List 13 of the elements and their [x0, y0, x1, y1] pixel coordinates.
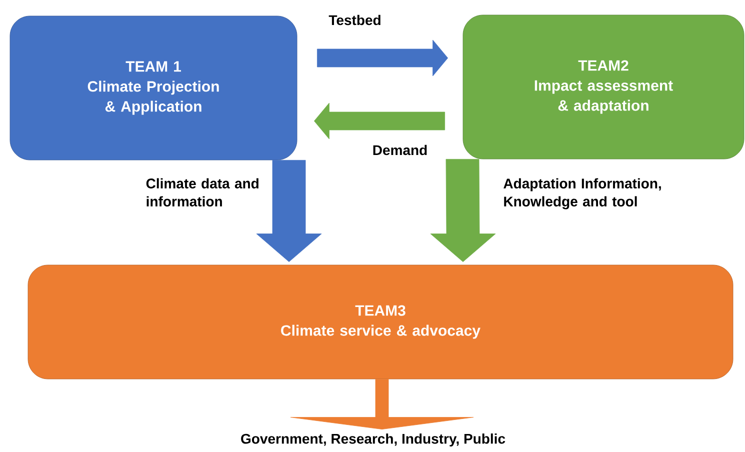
edge-label: Adaptation Information, Knowledge and tool [504, 178, 661, 210]
edge-label: Testbed [328, 14, 380, 26]
edge-label: Climate data and information [146, 178, 258, 206]
block-arrow [256, 160, 322, 262]
audience-text: Government, Research, Industry, Public [241, 433, 506, 446]
block-arrow [314, 102, 445, 140]
team-box: TEAM2 Impact assessment & adaptation [462, 14, 744, 160]
edge-label: Demand [373, 144, 427, 156]
team-box: TEAM 1 Climate Projection & Application [10, 16, 298, 160]
team-box: TEAM3 Climate service & advocacy [28, 264, 734, 380]
block-arrow [430, 159, 496, 262]
block-arrow [290, 379, 474, 430]
block-arrow [317, 40, 448, 76]
